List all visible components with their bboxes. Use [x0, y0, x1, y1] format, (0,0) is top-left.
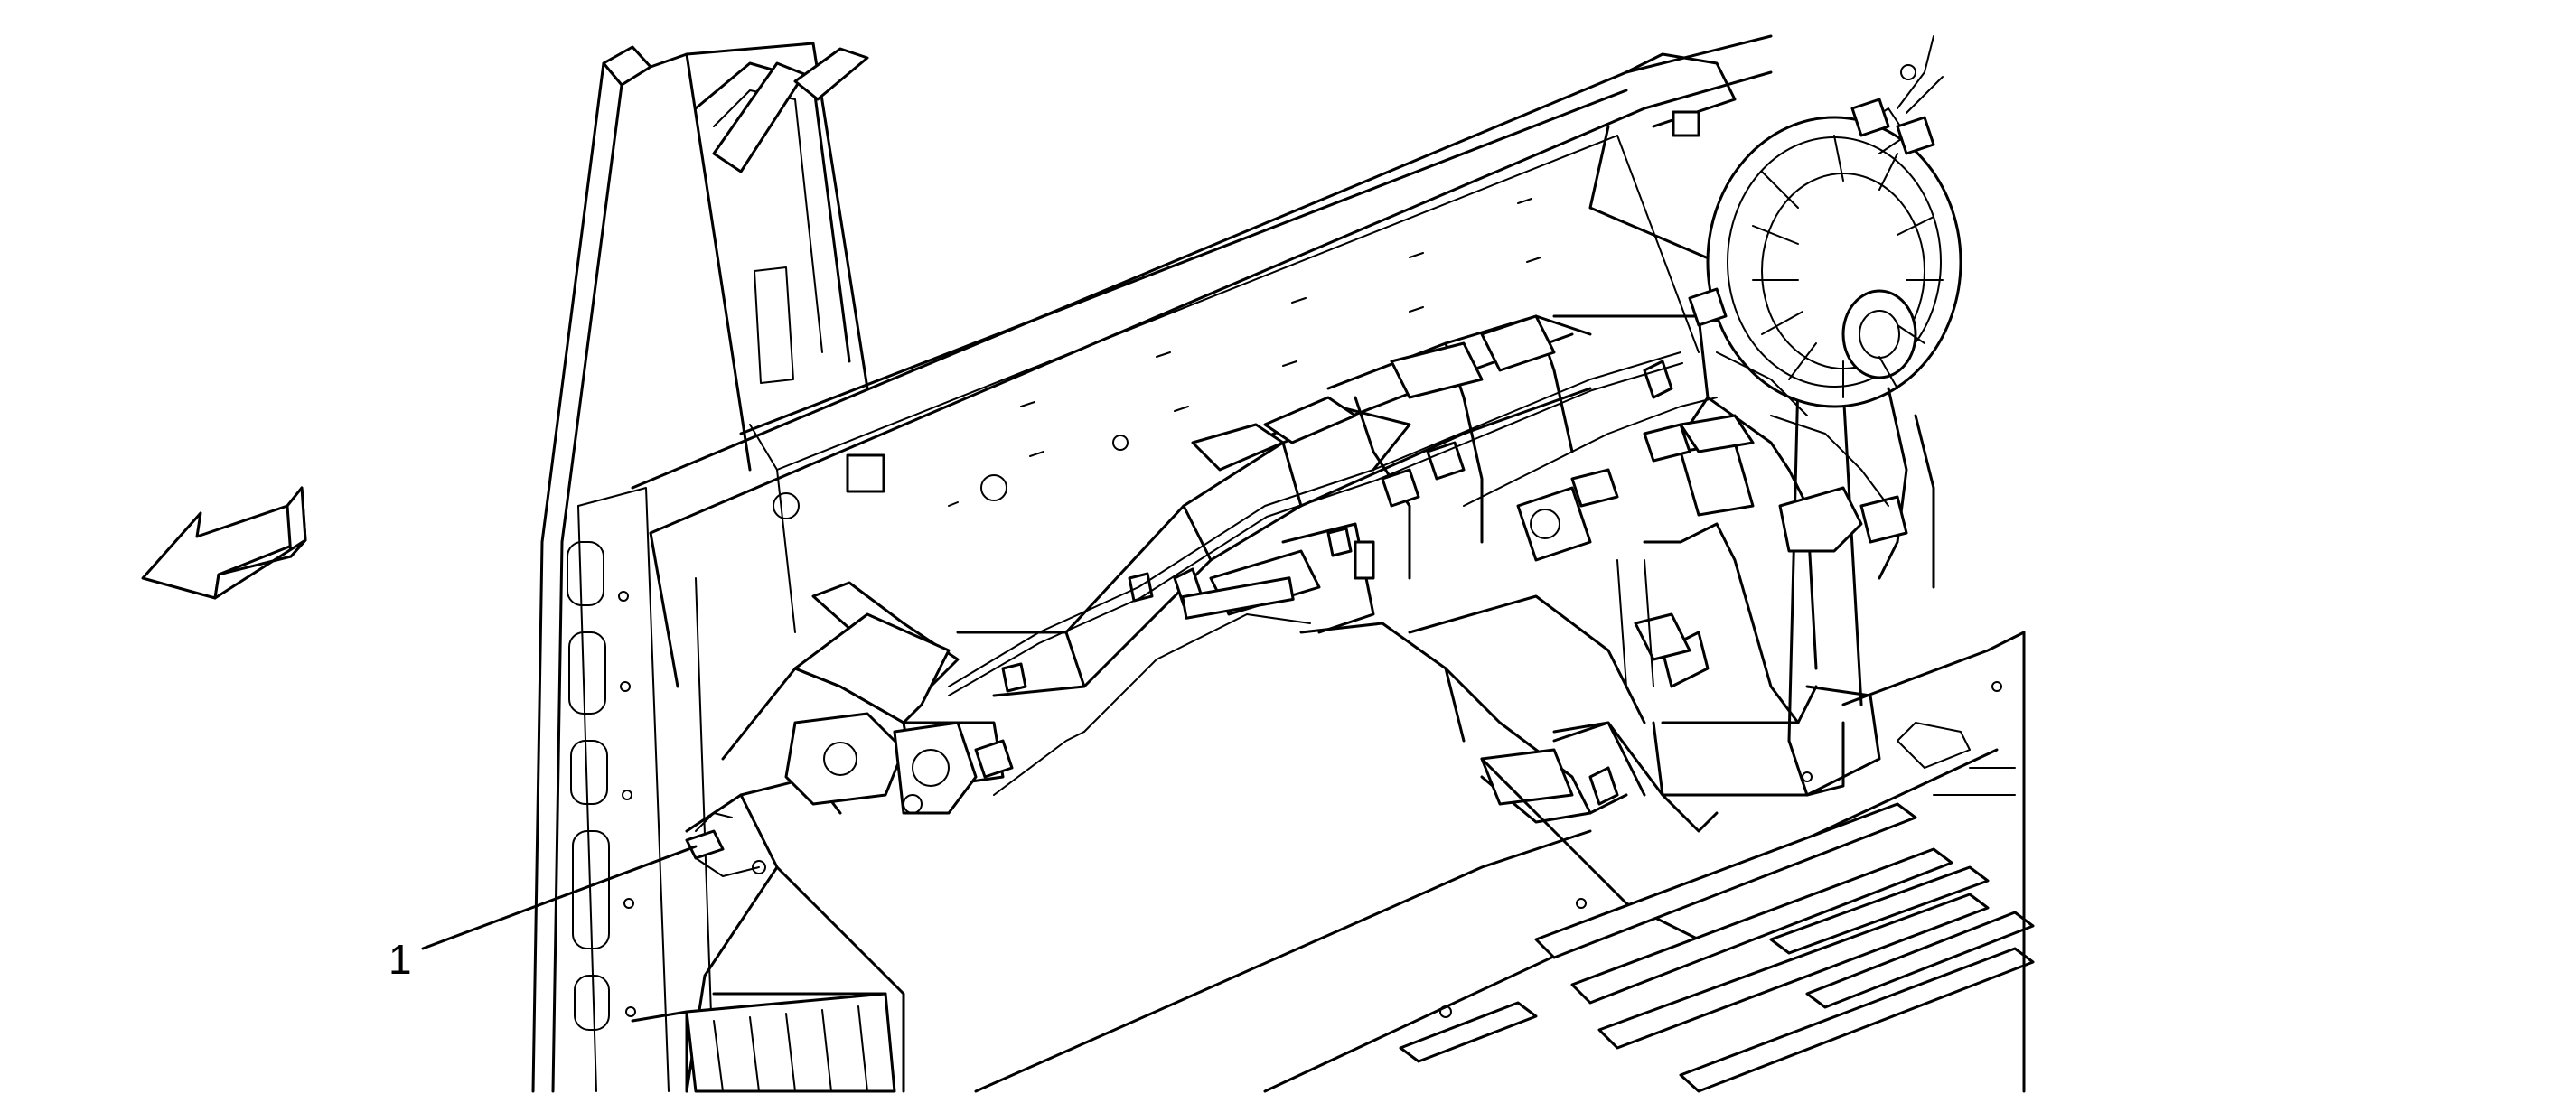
callout-leader-line [421, 845, 698, 950]
left-body-panel [531, 42, 869, 1093]
callout-1: 1 [389, 845, 698, 983]
blower-motor [1688, 35, 1962, 589]
dash-panel [631, 34, 1773, 1092]
floor-pan [974, 631, 2035, 1093]
hvac-case [1516, 314, 1881, 833]
callout-label: 1 [389, 936, 412, 983]
left-air-duct [631, 581, 1014, 1093]
hvac-duct-assembly [948, 314, 1718, 824]
front-direction-arrow-icon [141, 486, 307, 600]
